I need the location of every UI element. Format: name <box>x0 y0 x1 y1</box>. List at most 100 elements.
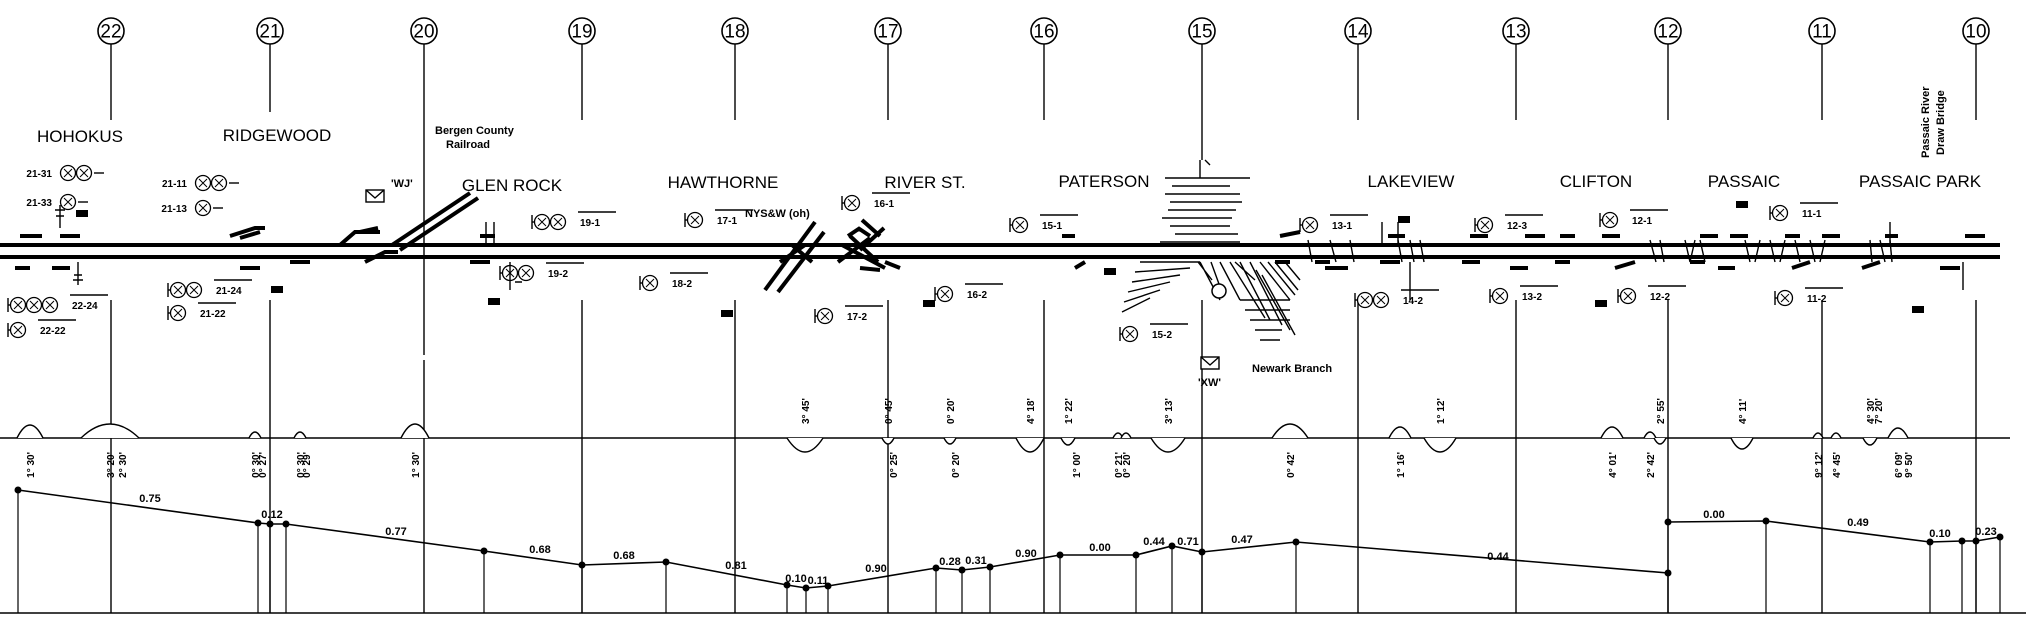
station-hohokus: HOHOKUS <box>37 127 123 146</box>
curve-label: 0° 21' <box>1114 452 1125 478</box>
milepost-number: 17 <box>877 22 898 43</box>
grade-point <box>783 581 791 589</box>
milepost-circle <box>1502 17 1530 45</box>
milepost-11: 11 <box>1808 17 1836 613</box>
grade-label: 0.75 <box>139 493 160 505</box>
signal-21-11: 21-11 <box>162 174 239 192</box>
marker-block <box>271 286 283 293</box>
curve-label: 0° 30' <box>296 452 307 478</box>
curve-mark <box>1643 431 1657 439</box>
grade-point <box>824 582 832 590</box>
signal-12-3: 12-3 <box>1474 214 1543 234</box>
grade-point <box>578 561 586 569</box>
grade-label: 0.12 <box>261 509 282 521</box>
note-draw-bridge: Draw Bridge <box>1935 90 1947 155</box>
station-paterson: PATERSON <box>1059 172 1150 191</box>
signal-aspect-icon <box>29 300 39 310</box>
grade-point <box>480 547 488 555</box>
signal-aspect-icon <box>1480 220 1490 230</box>
signal-aspect-icon <box>1495 291 1505 301</box>
curve-label: 0° 20' <box>946 398 957 424</box>
signal-label: 14-2 <box>1403 296 1423 307</box>
signal-16-1: 16-1 <box>841 192 910 212</box>
grade-point <box>1972 537 1980 545</box>
curve-mark <box>1812 432 1824 439</box>
signal-label: 22-22 <box>40 326 66 337</box>
signal-label: 18-2 <box>672 279 692 290</box>
signal-aspect-icon <box>537 217 547 227</box>
curve-label: 0° 20' <box>951 452 962 478</box>
signal-17-2: 17-2 <box>814 305 883 325</box>
equipment-symbol <box>485 222 522 290</box>
signal-aspect-icon <box>63 168 73 178</box>
milepost-number: 19 <box>571 22 592 43</box>
milepost-circle <box>1188 17 1216 45</box>
signal-13-1: 13-1 <box>1299 214 1368 234</box>
curve-mark <box>1887 427 1909 439</box>
milepost-number: 16 <box>1033 22 1054 43</box>
grade-point <box>1664 518 1672 526</box>
curve-mark <box>16 424 44 439</box>
signal-aspect-icon <box>1360 295 1370 305</box>
milepost-circle <box>721 17 749 45</box>
grade-label: 0.10 <box>1929 528 1950 540</box>
river-st-crossover <box>836 226 886 270</box>
grade-label: 0.11 <box>808 575 829 587</box>
signal-aspect-icon <box>1015 220 1025 230</box>
signal-label: 16-2 <box>967 290 987 301</box>
marker-block <box>76 210 88 217</box>
signal-22-22: 22-22 <box>7 319 76 339</box>
curve-mark <box>881 437 895 445</box>
signal-aspect-icon <box>1305 220 1315 230</box>
signals: 21-3121-3322-2422-2221-1121-1321-2421-22… <box>7 164 1843 343</box>
grade-point <box>1958 537 1966 545</box>
signal-aspect-icon <box>1605 215 1615 225</box>
signal-15-1: 15-1 <box>1009 214 1078 234</box>
signal-21-22: 21-22 <box>167 302 236 322</box>
signal-label: 13-1 <box>1332 221 1352 232</box>
grade-label: 0.90 <box>1015 548 1036 560</box>
curve-label: 1° 30' <box>26 452 37 478</box>
signal-label: 21-22 <box>200 309 226 320</box>
station-lakeview: LAKEVIEW <box>1368 172 1455 191</box>
signal-label: 21-11 <box>162 179 187 190</box>
curve-label: 0° 20' <box>1122 452 1133 478</box>
bergen-branch-track-2 <box>398 196 480 252</box>
signal-label: 12-1 <box>1632 216 1652 227</box>
signal-16-2: 16-2 <box>934 283 1003 303</box>
nysw-crossing-2 <box>776 230 826 294</box>
grade-point <box>1132 551 1140 559</box>
grade-label: 0.49 <box>1847 517 1868 529</box>
curve-label: 1° 22' <box>1064 398 1075 424</box>
curve-label: 0° 30' <box>251 452 262 478</box>
signal-aspect-icon <box>198 203 208 213</box>
signal-aspect-icon <box>847 198 857 208</box>
milepost-number: 21 <box>259 22 280 43</box>
milepost-number: 11 <box>1812 22 1832 43</box>
signal-aspect-icon <box>1775 208 1785 218</box>
equipment-symbol <box>1381 222 1411 300</box>
milepost-circle <box>1030 17 1058 45</box>
signal-19-1: 19-1 <box>531 211 616 231</box>
signal-label: 15-2 <box>1152 330 1172 341</box>
signal-aspect-icon <box>173 285 183 295</box>
milepost-13: 13 <box>1502 17 1530 613</box>
note-newark-branch: Newark Branch <box>1252 363 1332 375</box>
grade-point <box>802 584 810 592</box>
milepost-circle <box>1654 17 1682 45</box>
milepost-10: 10 <box>1962 17 1990 613</box>
equipment-symbol <box>1889 222 1964 290</box>
milepost-17: 17 <box>874 17 902 613</box>
grade-point <box>282 520 290 528</box>
signal-11-1: 11-1 <box>1769 202 1838 222</box>
envelope-icon <box>365 189 385 203</box>
signal-label: 21-33 <box>26 198 52 209</box>
signal-aspect-icon <box>1125 329 1135 339</box>
grade-line <box>17 489 2001 589</box>
curve-label: 1° 12' <box>1436 398 1447 424</box>
curve-label: 4° 45' <box>1832 452 1843 478</box>
note-nysw: NYS&W (oh) <box>745 208 810 220</box>
curve-label: 4° 01' <box>1608 452 1619 478</box>
signal-aspect-icon <box>189 285 199 295</box>
